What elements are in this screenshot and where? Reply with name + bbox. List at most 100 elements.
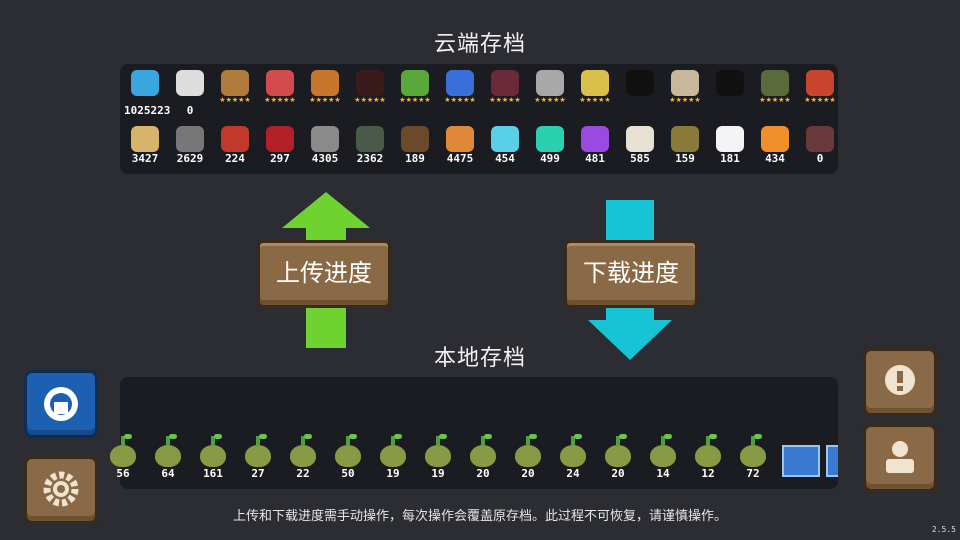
pole-item-icon: [806, 126, 834, 152]
battery-icon: [221, 126, 249, 152]
seed-slot: 27: [237, 434, 279, 481]
seed-slot: 64: [147, 434, 189, 481]
cloud-save-title: 云端存档: [433, 32, 526, 57]
material-count: 181: [720, 152, 740, 165]
star-rating: ★★★★★: [804, 96, 836, 104]
seed-slot: 20: [507, 434, 549, 481]
settings-button[interactable]: [24, 456, 98, 524]
engineer-hero-icon: [401, 70, 429, 96]
hero-slot: [709, 70, 751, 104]
hero-slot: ★★★★★: [754, 70, 796, 104]
hero-slot: ★★★★★: [484, 70, 526, 104]
locked-hero-icon: [716, 70, 744, 96]
paladin-hero-icon: [536, 70, 564, 96]
warning-notice: 上传和下载进度需手动操作，每次操作会覆盖原存档。此过程不可恢复，请谨慎操作。: [232, 509, 727, 524]
knight-hero-icon: [221, 70, 249, 96]
purple-crystal-icon: [581, 126, 609, 152]
seed-count: 24: [566, 467, 580, 480]
account-button[interactable]: [863, 424, 937, 492]
seed-count: 27: [251, 467, 265, 480]
material-slot: 454: [484, 126, 526, 166]
material-count: 481: [585, 152, 605, 165]
material-count: 499: [540, 152, 560, 165]
hero-count: 0: [186, 104, 194, 117]
material-count: 454: [495, 152, 515, 165]
seed-slot: 72: [732, 434, 774, 481]
upload-progress-button[interactable]: 上传进度: [257, 240, 391, 308]
seed-icon: [650, 434, 676, 467]
profile-logo-button[interactable]: [24, 370, 98, 438]
material-slot: 434: [754, 126, 796, 166]
teal-crystal-icon: [536, 126, 564, 152]
cotton-bag-icon: [626, 126, 654, 152]
gems-icon: [131, 70, 159, 96]
download-progress-button[interactable]: 下载进度: [564, 240, 698, 308]
blue-crystal-icon: [491, 126, 519, 152]
berserker-hero-icon: [806, 70, 834, 96]
seed-icon: [740, 434, 766, 467]
seed-count: 50: [341, 467, 355, 480]
hero-slot: ★★★★★: [439, 70, 481, 104]
material-count: 0: [816, 152, 824, 165]
hero-count: 1025223: [124, 104, 171, 117]
seed-icon: [515, 434, 541, 467]
storage-box-icon: [826, 445, 838, 477]
star-rating: ★★★★★: [264, 96, 296, 104]
hero-slot: 1025223: [124, 70, 171, 118]
person-icon: [886, 441, 914, 473]
wizard-hero-icon: [311, 70, 339, 96]
material-slot: 4475: [439, 126, 481, 166]
circuit-board-icon: [356, 126, 384, 152]
seed-count: 22: [296, 467, 310, 480]
seed-count: 20: [611, 467, 625, 480]
hero-slot: [619, 70, 661, 104]
material-count: 159: [675, 152, 695, 165]
cloud-save-panel: 1025223 0 ★★★★★ ★★★★★ ★★★★★ ★★★★★ ★★★★★ ★★★★★ ★★…: [120, 64, 838, 174]
seed-count: 161: [203, 467, 223, 480]
material-slot: 4305: [304, 126, 346, 166]
seed-icon: [380, 434, 406, 467]
seed-slot: 12: [687, 434, 729, 481]
material-count: 3427: [131, 152, 159, 165]
seed-count: 19: [431, 467, 445, 480]
robot-hero-icon: [446, 70, 474, 96]
material-slot: 224: [214, 126, 256, 166]
star-rating: ★★★★★: [309, 96, 341, 104]
hero-slot: ★★★★★: [304, 70, 346, 104]
seed-slot: 24: [552, 434, 594, 481]
material-count: 297: [270, 152, 290, 165]
seed-slot: 56: [102, 434, 144, 481]
material-count: 2362: [356, 152, 384, 165]
red-leaf-icon: [266, 126, 294, 152]
material-count: 434: [765, 152, 785, 165]
material-count: 224: [225, 152, 245, 165]
star-rating: ★★★★★: [444, 96, 476, 104]
seed-count: 64: [161, 467, 175, 480]
local-save-title: 本地存档: [433, 346, 526, 371]
material-slot: 297: [259, 126, 301, 166]
seed-slot: 19: [372, 434, 414, 481]
seed-pod-icon: [671, 126, 699, 152]
star-rating: ★★★★★: [399, 96, 431, 104]
material-count: 2629: [176, 152, 204, 165]
hero-slot: ★★★★★: [574, 70, 616, 104]
notice-button[interactable]: [863, 348, 937, 416]
seed-icon: [245, 434, 271, 467]
material-count: 585: [630, 152, 650, 165]
vampire-hero-icon: [491, 70, 519, 96]
locked-hero-icon: [626, 70, 654, 96]
star-rating: [709, 96, 751, 104]
version-label: 2.5.5: [931, 525, 956, 534]
seed-icon: [110, 434, 136, 467]
material-slot: 0: [799, 126, 841, 166]
seed-icon: [200, 434, 226, 467]
seed-slot: 20: [462, 434, 504, 481]
hero-slot: ★★★★★: [394, 70, 436, 104]
alert-icon: [885, 365, 915, 395]
hero-slot: ★★★★★: [664, 70, 706, 104]
hero-slot: ★★★★★: [349, 70, 391, 104]
material-slot: 481: [574, 126, 616, 166]
seed-icon: [155, 434, 181, 467]
seed-count: 20: [476, 467, 490, 480]
